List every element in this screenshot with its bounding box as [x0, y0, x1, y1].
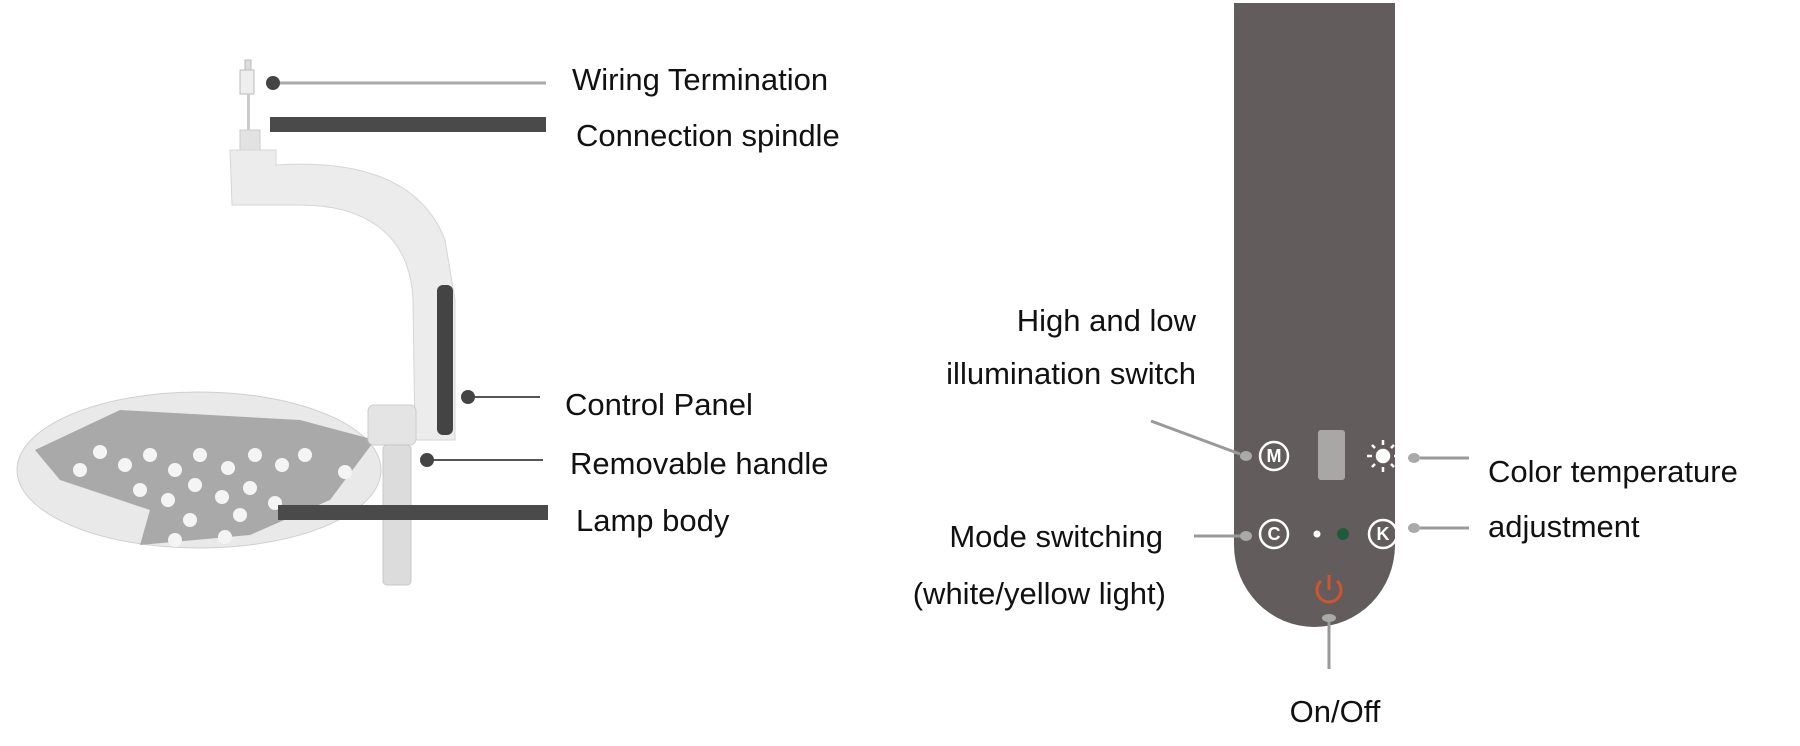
power-icon[interactable]: [1315, 575, 1343, 604]
indicator-white-dot: [1313, 530, 1321, 538]
color-mode-button-ring[interactable]: [1258, 518, 1290, 550]
led-dots: [73, 445, 352, 547]
label-color-line1: Color temperature: [1488, 454, 1738, 489]
kelvin-button-letter: K: [1377, 524, 1390, 544]
lamp-leader-lines: [266, 76, 548, 520]
label-on-off: On/Off: [1289, 694, 1381, 729]
label-illumination-line2: illumination switch: [946, 356, 1196, 391]
label-color-line2: adjustment: [1488, 509, 1640, 544]
label-lamp-body: Lamp body: [576, 503, 730, 538]
label-connection-spindle: Connection spindle: [576, 118, 840, 153]
mode-button-letter: M: [1267, 446, 1282, 466]
label-mode-line1: Mode switching: [949, 519, 1163, 554]
mode-button-ring[interactable]: [1258, 440, 1290, 472]
indicator-green-dot: [1337, 528, 1349, 540]
label-mode-line2: (white/yellow light): [912, 576, 1166, 611]
control-panel-illustration: [1234, 3, 1420, 627]
label-control-panel: Control Panel: [565, 387, 753, 422]
label-illumination-line1: High and low: [1016, 303, 1196, 338]
panel-leader-lines: [1150, 419, 1469, 669]
label-removable-handle: Removable handle: [570, 446, 829, 481]
label-wiring-termination: Wiring Termination: [572, 62, 829, 97]
sun-icon[interactable]: [1367, 440, 1399, 472]
kelvin-button-ring[interactable]: [1367, 518, 1399, 550]
color-mode-button-letter: C: [1268, 524, 1281, 544]
